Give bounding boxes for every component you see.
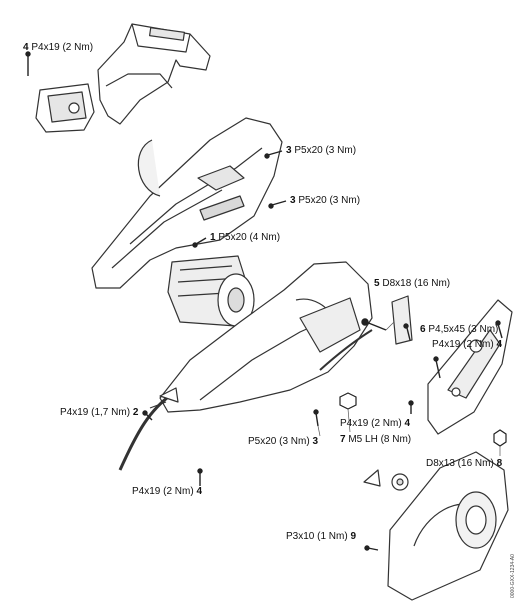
housing-half-part — [91, 117, 283, 289]
sprocket-part — [363, 469, 409, 491]
motor-part — [167, 255, 255, 327]
screw-icon — [192, 237, 207, 248]
screw-icon — [364, 545, 379, 551]
side-plate-part — [427, 299, 513, 435]
callout-1: 1 P5x20 (4 Nm) — [210, 232, 281, 243]
callout-2: P4x19 (1,7 Nm) 2 — [60, 407, 139, 418]
screw-icon — [408, 400, 414, 414]
callout-7: 7 M5 LH (8 Nm) — [340, 434, 412, 445]
screw-icon — [142, 410, 153, 421]
top-handle-part — [97, 23, 211, 125]
callout-4-top-left: 4 P4x19 (2 Nm) — [23, 42, 94, 53]
guide-plate-part — [391, 295, 413, 345]
callout-5: 5 D8x18 (16 Nm) — [374, 278, 451, 289]
screw-icon — [495, 320, 503, 339]
screw-icon — [403, 323, 411, 341]
screw-icon — [25, 51, 31, 76]
power-cable-part — [118, 387, 179, 471]
callout-4-bottom: P4x19 (2 Nm) 4 — [132, 486, 203, 497]
screw-icon — [433, 356, 441, 379]
screw-icon — [268, 200, 287, 209]
nut-icon — [493, 429, 507, 447]
callout-6: 6 P4,5x45 (3 Nm) — [420, 324, 499, 335]
callout-9: P3x10 (1 Nm) 9 — [286, 531, 357, 542]
nut-icon — [339, 392, 357, 410]
callout-3-upper: 3 P5x20 (3 Nm) — [286, 145, 357, 156]
nut-set — [339, 392, 507, 447]
callout-4-right: P4x19 (2 Nm) 4 — [432, 339, 503, 350]
leader-lines — [317, 321, 501, 456]
small-cover-part — [35, 83, 95, 133]
screw-icon — [313, 409, 319, 427]
callout-4-center: P4x19 (2 Nm) 4 — [340, 418, 411, 429]
screw-set — [25, 51, 503, 551]
screw-icon — [264, 150, 283, 159]
callout-8: D8x13 (16 Nm) 8 — [426, 458, 503, 469]
sprocket-cover-part — [387, 451, 509, 601]
callout-3-middle: 3 P5x20 (3 Nm) — [290, 195, 361, 206]
main-housing-part — [159, 261, 373, 413]
screw-icon — [197, 468, 203, 486]
callout-3-lower: P5x20 (3 Nm) 3 — [248, 436, 319, 447]
switch-cable-part — [319, 329, 373, 371]
screw-icon — [361, 318, 387, 331]
drawing-code: 0000-GXX-1234-A0 — [510, 554, 516, 598]
